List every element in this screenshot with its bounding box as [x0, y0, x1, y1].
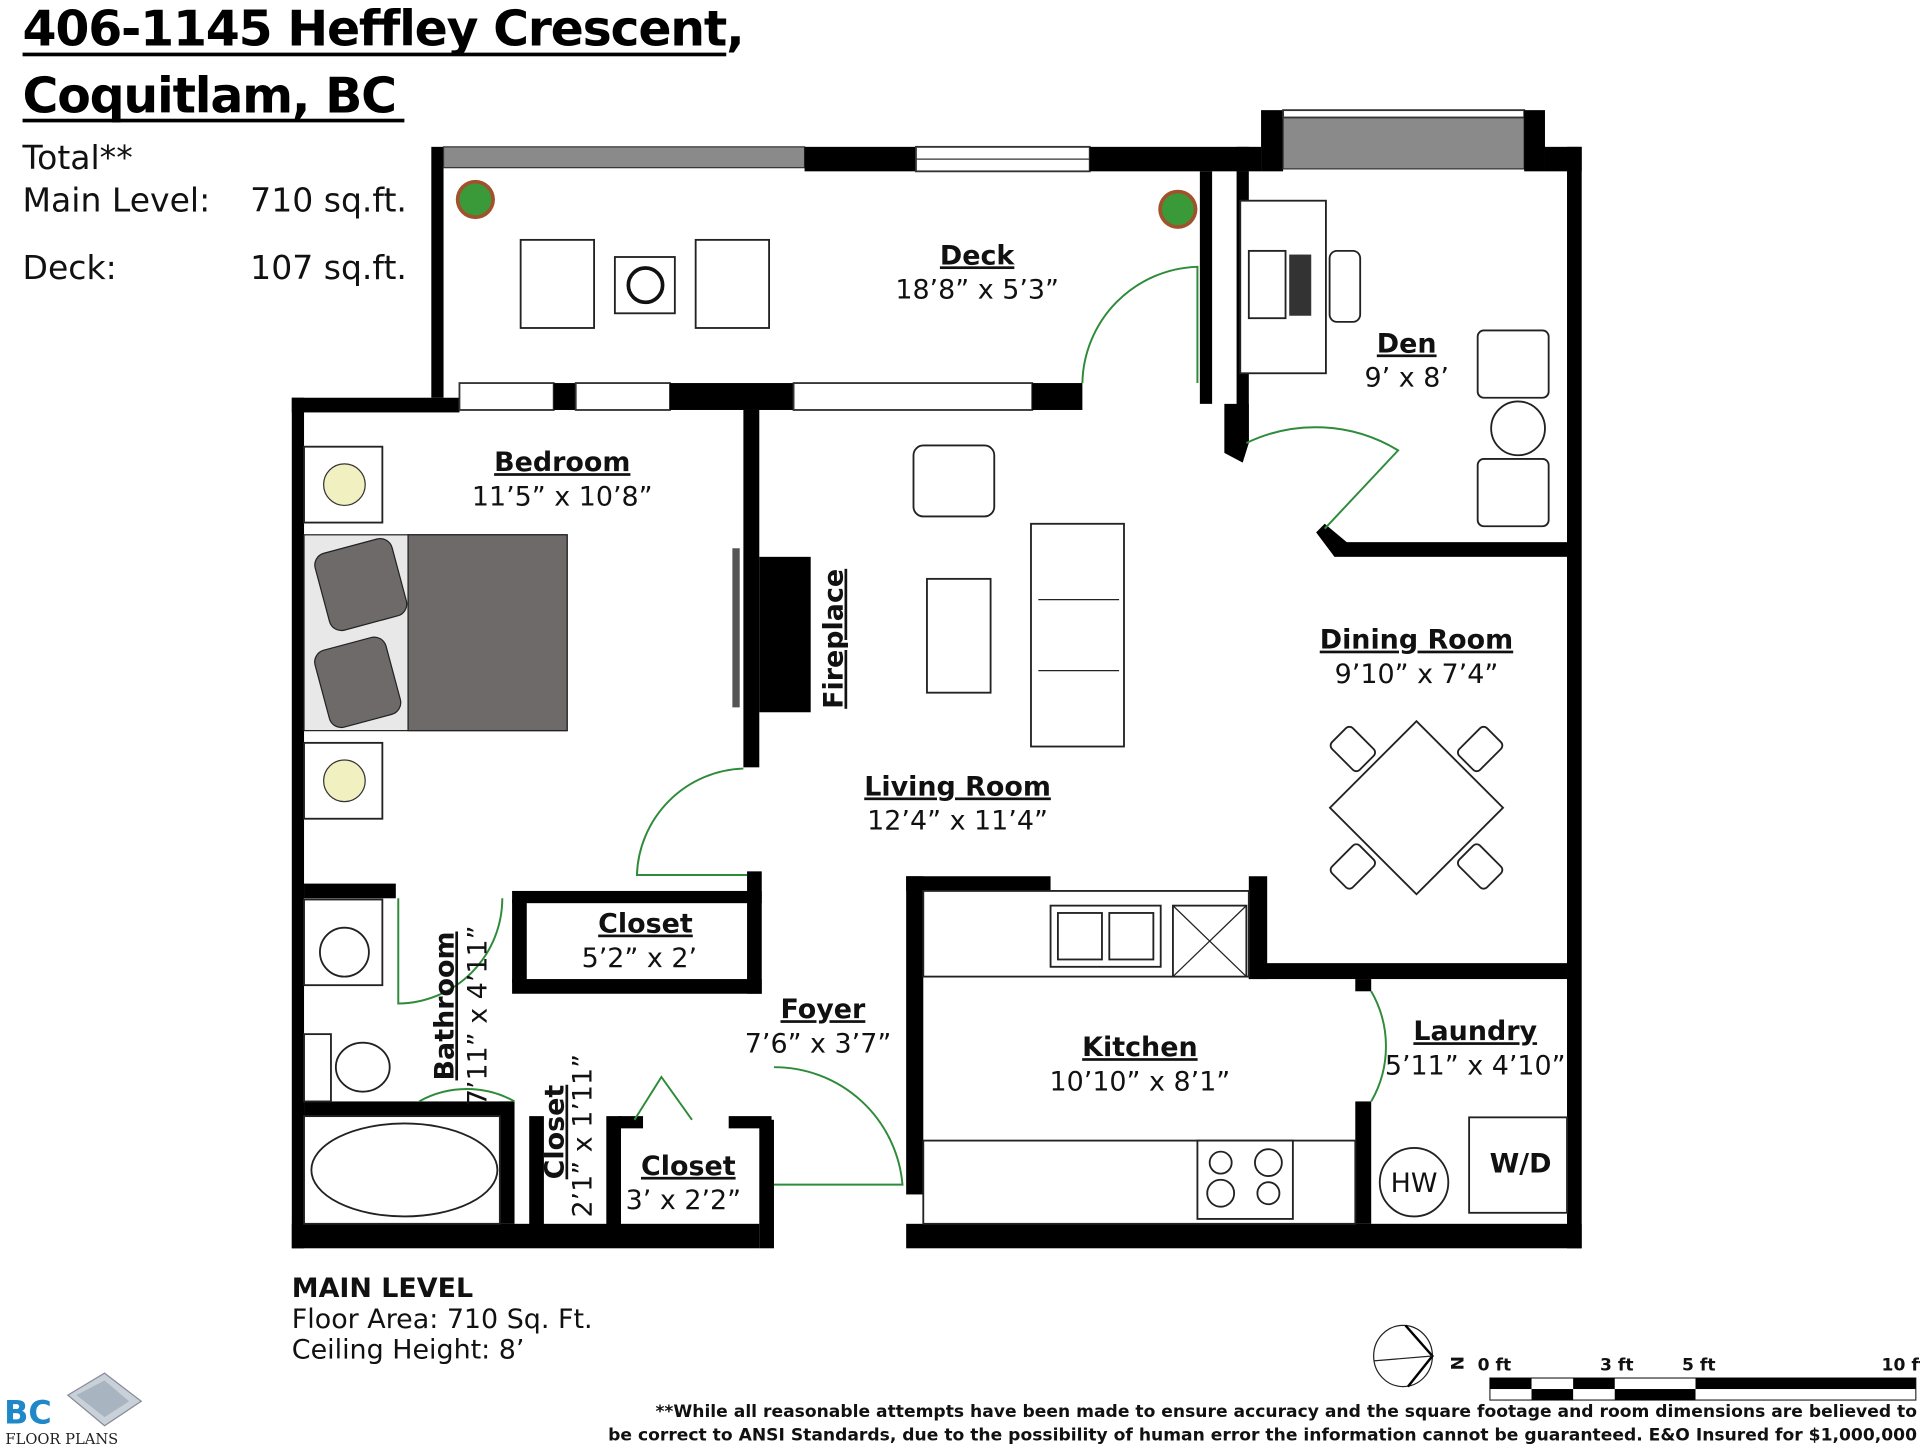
main-level-value: 710 sq.ft.	[250, 181, 407, 220]
living-room-dim: 12’4” x 11’4”	[867, 806, 1048, 837]
total-label: Total**	[22, 138, 133, 177]
main-walls	[291, 382, 1582, 1249]
closet-1-name: Closet	[598, 909, 693, 940]
living-room-name: Living Room	[864, 771, 1051, 802]
title-underline	[22, 118, 405, 123]
bedroom-name: Bedroom	[494, 447, 630, 478]
den-name: Den	[1377, 328, 1437, 359]
ceiling-height: Ceiling Height: 8’	[292, 1334, 525, 1365]
foyer-dim: 7’6” x 3’7”	[745, 1028, 892, 1059]
wd-label: W/D	[1490, 1148, 1552, 1179]
floor-area: Floor Area: 710 Sq. Ft.	[292, 1304, 593, 1335]
dining-room-name: Dining Room	[1320, 625, 1513, 656]
main-level-label: Main Level:	[23, 181, 211, 220]
title-underline	[22, 52, 727, 57]
disclaimer-line-1: **While all reasonable attempts have bee…	[655, 1402, 1917, 1422]
laundry-name: Laundry	[1413, 1016, 1537, 1047]
title-line-1: 406-1145 Heffley Crescent,	[23, 0, 744, 57]
bathroom-fixtures	[303, 898, 501, 1225]
bedroom-dim: 11’5” x 10’8”	[472, 481, 653, 512]
svg-text:BC: BC	[4, 1393, 52, 1431]
bc-floor-plans-logo: BC FLOOR PLANS	[4, 1372, 143, 1448]
scale-bar: 0 ft 3 ft 5 ft 10 ft	[1478, 1356, 1920, 1401]
kitchen-dim: 10’10” x 8’1”	[1050, 1066, 1231, 1097]
closet-3-door[interactable]	[633, 1075, 693, 1121]
fireplace-label: Fireplace	[819, 569, 850, 709]
deck-name: Deck	[940, 240, 1016, 271]
den-furniture	[1239, 199, 1550, 528]
deck-value: 107 sq.ft.	[250, 248, 407, 287]
closet-3-name: Closet	[641, 1151, 736, 1182]
title-line-2: Coquitlam, BC	[23, 68, 396, 125]
compass-north-label: N	[1446, 1356, 1466, 1370]
closet-1-dim: 5’2” x 2’	[582, 943, 697, 974]
washer-dryer	[1468, 1116, 1568, 1214]
dining-table	[1328, 719, 1505, 896]
laundry-dim: 5’11” x 4’10”	[1385, 1051, 1566, 1082]
bedroom-door[interactable]	[635, 767, 748, 877]
kitchen-name: Kitchen	[1082, 1032, 1197, 1063]
svg-text:5 ft: 5 ft	[1682, 1356, 1716, 1376]
deck-furniture	[455, 179, 1198, 329]
disclaimer-line-2: be correct to ANSI Standards, due to the…	[608, 1425, 1917, 1445]
closet-2-name: Closet	[539, 1085, 570, 1180]
den-door[interactable]	[1245, 426, 1400, 530]
bathroom-dim: 7’11” x 4’11”	[462, 925, 493, 1106]
svg-text:3 ft: 3 ft	[1600, 1356, 1634, 1376]
dining-room-dim: 9’10” x 7’4”	[1335, 659, 1499, 690]
foyer-name: Foyer	[781, 994, 867, 1025]
den-dim: 9’ x 8’	[1365, 363, 1449, 394]
bathroom-name: Bathroom	[429, 931, 460, 1080]
bathroom-door-2[interactable]	[418, 1088, 516, 1103]
hot-water-tank	[1378, 1147, 1450, 1218]
svg-text:10 ft: 10 ft	[1882, 1356, 1920, 1376]
living-furniture	[912, 444, 1125, 748]
level-title: MAIN LEVEL	[292, 1273, 473, 1304]
closet-2-dim: 2’1” x 1’11”	[568, 1054, 599, 1218]
deck-door[interactable]	[1081, 265, 1199, 384]
hw-label: HW	[1391, 1168, 1438, 1199]
svg-text:FLOOR PLANS: FLOOR PLANS	[5, 1431, 118, 1448]
laundry-door[interactable]	[1370, 990, 1387, 1102]
bedroom-furniture	[303, 445, 811, 820]
closet-3-dim: 3’ x 2’2”	[626, 1185, 741, 1216]
kitchen-fixtures	[922, 890, 1357, 1225]
svg-text:0 ft: 0 ft	[1478, 1356, 1512, 1376]
compass-icon: N	[1373, 1324, 1466, 1388]
bathroom-door[interactable]	[397, 898, 504, 1005]
deck-dim: 18’8” x 5’3”	[895, 275, 1059, 306]
deck-walls	[431, 145, 1249, 404]
entry-door[interactable]	[773, 1066, 904, 1186]
deck-label: Deck:	[23, 248, 117, 287]
